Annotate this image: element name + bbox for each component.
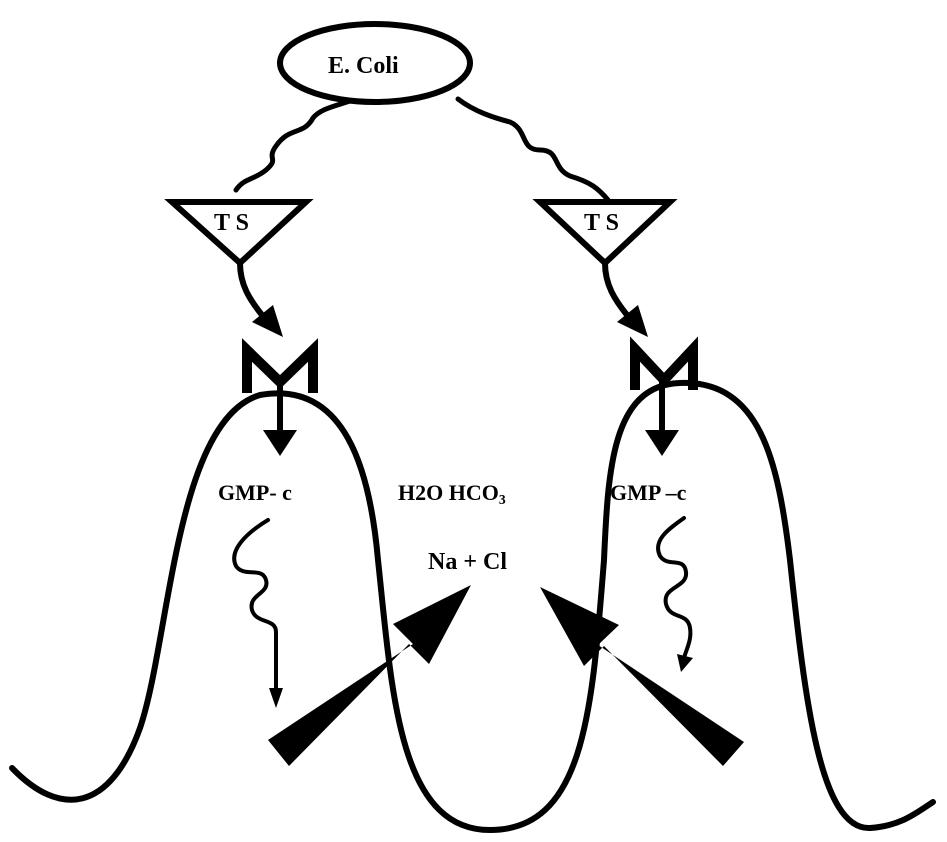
- activation-arrow-right-head: [617, 305, 648, 337]
- water-label: H2O: [398, 480, 444, 505]
- toxin-path-left: [233, 98, 353, 193]
- receptor-triangle-right: [532, 199, 678, 268]
- toxin-path-right: [455, 96, 611, 203]
- signal-squiggle-right: [656, 516, 693, 660]
- secretion-arrow-left: [268, 585, 471, 766]
- signal-squiggle-left: [232, 518, 278, 692]
- m-arrow-left-head: [263, 430, 297, 456]
- signal-squiggle-left-head: [269, 688, 283, 708]
- gmp-c-label-left: GMP- c: [218, 480, 292, 505]
- receptor-label-right: T S: [584, 210, 619, 236]
- secretion-arrow-right: [540, 587, 744, 766]
- ions-label: Na + Cl: [428, 549, 508, 575]
- bicarbonate-subscript: 3: [498, 491, 506, 507]
- ecoli-ellipse: [277, 21, 473, 105]
- receptor-label-left: T S: [214, 210, 249, 236]
- gmp-c-label-right: GMP –c: [610, 480, 687, 505]
- m-arrow-right-head: [645, 430, 679, 456]
- receptor-triangle-left: [164, 199, 314, 268]
- activation-arrow-right-shaft: [602, 262, 630, 317]
- ecoli-label: E. Coli: [328, 53, 399, 79]
- activation-arrow-left-head: [252, 305, 283, 337]
- signal-squiggle-right-head: [677, 654, 693, 672]
- activation-arrow-left-shaft: [237, 262, 265, 317]
- secretion-label: H2O HCO3: [398, 480, 506, 507]
- bicarbonate-label: HCO: [448, 480, 499, 505]
- villus-membrane: [9, 379, 936, 833]
